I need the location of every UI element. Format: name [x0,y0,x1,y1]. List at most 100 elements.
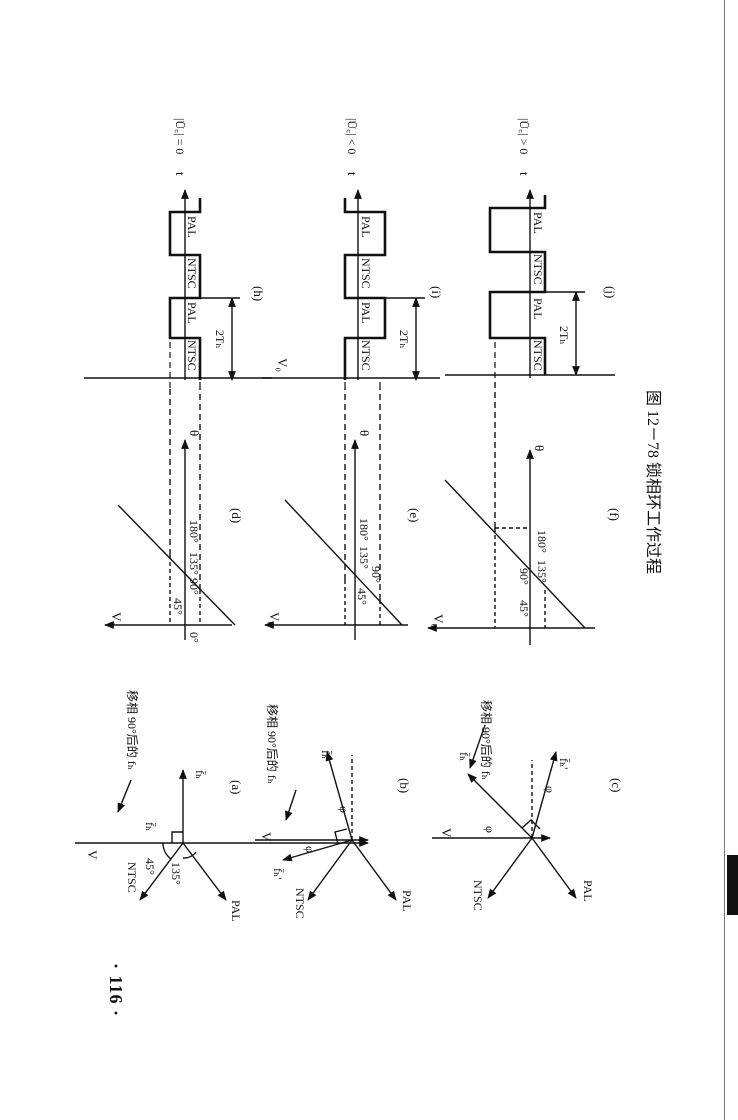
phase-diagram-f [427,378,595,645]
condition-j: |Ū꜀| > 0 [517,118,531,154]
pal-label-a: PAL [229,900,243,922]
ntsc-vector-a [139,842,184,901]
fh-label-c: f̄ₕ' [557,758,571,769]
tag-a: (a) [229,780,244,794]
tag-f: (f) [607,508,622,521]
phase-diagram-d [104,388,236,640]
pointer-c [469,724,486,769]
wave-h-label-1: PAL [185,302,199,324]
period-j: 2Tₕ [557,326,571,345]
tick-f-3: 180° [535,530,549,553]
v-label-a: V [85,850,100,860]
angle-135-a: 135° [169,862,183,885]
right-angle-b [334,828,348,845]
tag-c: (c) [609,778,624,792]
theta-label-d: θ [187,430,202,436]
tick-e-0: 45° [355,588,369,605]
period-h: 2Tₕ [213,330,227,349]
v-label-b: V [259,832,274,842]
right-angle-c [521,819,541,830]
waveform-j [445,189,615,378]
pal-vector-a [182,842,227,901]
waveform-h [84,189,272,381]
tick-e-1: 90° [369,566,383,583]
wave-h-label-2: NTSC [185,258,199,289]
v0-label-e: V₀ [267,612,282,626]
t-label-i: t [345,172,360,176]
pointer-a [117,779,132,813]
tick-f-2: 135° [535,560,549,583]
wave-j-label-3: PAL [531,212,545,234]
phase-diagram-e [264,388,408,640]
fh-shift-label-a: f̄ₕ [143,822,157,831]
v0-label-h: V₀ [275,358,290,372]
wave-h-label-0: NTSC [185,340,199,371]
phi2-label-b: φ [337,806,351,813]
fh-label-b: f̄ₕ [319,750,333,759]
phi2-label-c: φ [543,786,557,793]
fh-shift-vector-b [282,839,353,862]
page-edge-line [724,0,725,1120]
pal-label-b: PAL [400,890,414,912]
tick-d-2: 90° [187,578,201,595]
theta-label-f: θ [532,445,547,451]
figure-caption: 图 12－78 锁相环工作过程 [644,390,662,574]
vector-diagram-b [255,751,397,901]
square-wave-j [488,195,547,375]
ntsc-vector-b [307,839,353,901]
ntsc-label-a: NTSC [125,862,139,893]
arc-135-a [182,851,197,859]
characteristic-line-d [117,504,236,626]
wave-h-label-3: PAL [185,216,199,238]
condition-h: |Ū꜀| = 0 [173,118,187,154]
tick-e-3: 180° [357,518,371,541]
fh-vector-c [531,751,558,839]
condition-i: |Ū꜀| < 0 [345,118,359,154]
ntsc-vector-c [487,837,533,899]
tag-d: (d) [229,508,244,523]
pal-vector-b [351,839,397,901]
period-i: 2Tₕ [397,330,411,349]
theta-label-e: θ [357,430,372,436]
tag-j: (j) [603,286,618,298]
right-angle-a [171,831,183,843]
fh-shift-vector-c [467,773,533,839]
t-label-j: t [517,172,532,176]
v-label-c: V [439,828,454,838]
tick-d-1: 45° [171,598,185,615]
shared-guides [169,340,496,388]
characteristic-line-e [284,499,403,626]
shift-note-c: 移相 90°后的 fₕ [479,700,494,780]
v0-label-f: V₀ [431,614,446,628]
fh-vector-b [325,751,353,841]
tag-b: (b) [397,778,412,793]
wave-j-label-2: NTSC [531,254,545,285]
edge-tab-mark [727,855,738,915]
square-wave-i [343,198,387,380]
fh-label-a: f̄ₕ [193,770,207,779]
shift-note-a: 移相 90°后的 fₕ [125,690,140,770]
pointer-b [285,789,297,821]
wave-i-label-1: PAL [359,302,373,324]
vector-diagram-a [75,769,369,901]
tick-d-4: 180° [187,520,201,543]
angle-45-a: 45° [143,858,157,875]
pal-label-c: PAL [581,880,595,902]
wave-i-label-0: NTSC [359,340,373,371]
phi1-label-b: φ [303,846,317,853]
pal-vector-c [531,837,577,899]
t-label-h: t [173,172,188,176]
tag-e: (e) [407,508,422,522]
ntsc-label-b: NTSC [293,888,307,919]
wave-i-label-2: NTSC [359,258,373,289]
phi1-label-c: φ [483,826,497,833]
v0-label-d: V₀ [109,612,124,626]
characteristic-line-f [444,479,586,629]
tick-e-2: 135° [357,546,371,569]
square-wave-h [168,198,202,380]
ntsc-label-c: NTSC [471,880,485,911]
shift-note-b: 移相 90°后的 fₕ [265,704,280,784]
tag-h: (h) [251,286,266,301]
tag-i: (i) [429,286,444,298]
